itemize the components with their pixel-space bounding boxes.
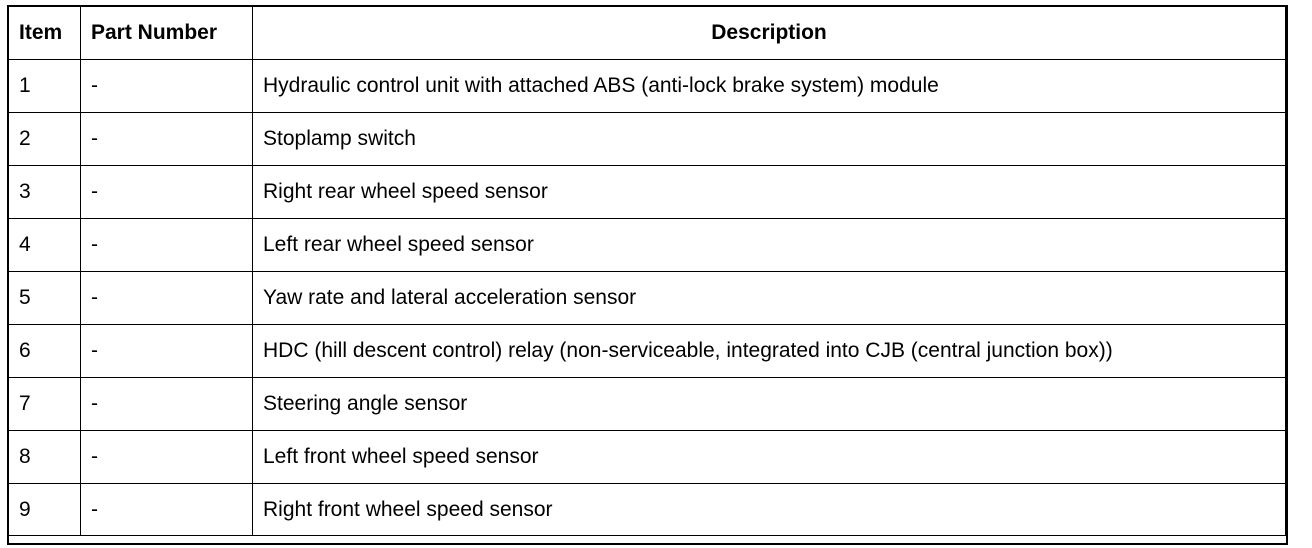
table-row: 1 - Hydraulic control unit with attached… (8, 59, 1286, 113)
header-row: Item Part Number Description (8, 6, 1286, 60)
table-row: 5 - Yaw rate and lateral acceleration se… (8, 271, 1286, 325)
header-description: Description (252, 6, 1286, 60)
cell-part-number: - (80, 165, 253, 219)
cell-description: Hydraulic control unit with attached ABS… (252, 59, 1286, 113)
cell-item: 9 (8, 483, 81, 536)
cell-description: Left front wheel speed sensor (252, 430, 1286, 484)
cell-part-number: - (80, 112, 253, 166)
cell-part-number: - (80, 218, 253, 272)
table-row: 3 - Right rear wheel speed sensor (8, 165, 1286, 219)
cell-part-number: - (80, 324, 253, 378)
cell-part-number: - (80, 483, 253, 536)
cell-description: HDC (hill descent control) relay (non-se… (252, 324, 1286, 378)
cell-description: Yaw rate and lateral acceleration sensor (252, 271, 1286, 325)
cell-description: Right rear wheel speed sensor (252, 165, 1286, 219)
cell-item: 2 (8, 112, 81, 166)
cell-description: Right front wheel speed sensor (252, 483, 1286, 536)
table-row: 6 - HDC (hill descent control) relay (no… (8, 324, 1286, 378)
table-row: 2 - Stoplamp switch (8, 112, 1286, 166)
cell-item: 6 (8, 324, 81, 378)
cell-part-number: - (80, 430, 253, 484)
table-body: 1 - Hydraulic control unit with attached… (8, 59, 1286, 536)
table-header: Item Part Number Description (8, 6, 1286, 60)
cell-part-number: - (80, 271, 253, 325)
cell-description: Left rear wheel speed sensor (252, 218, 1286, 272)
table-row: 9 - Right front wheel speed sensor (8, 483, 1286, 536)
cell-item: 8 (8, 430, 81, 484)
table-row: 4 - Left rear wheel speed sensor (8, 218, 1286, 272)
parts-table: Item Part Number Description 1 - Hydraul… (8, 6, 1286, 536)
cell-item: 4 (8, 218, 81, 272)
header-part-number: Part Number (80, 6, 253, 60)
table-row: 8 - Left front wheel speed sensor (8, 430, 1286, 484)
cell-part-number: - (80, 59, 253, 113)
table-row: 7 - Steering angle sensor (8, 377, 1286, 431)
cell-item: 5 (8, 271, 81, 325)
cell-item: 3 (8, 165, 81, 219)
cell-item: 7 (8, 377, 81, 431)
cell-description: Steering angle sensor (252, 377, 1286, 431)
header-item: Item (8, 6, 81, 60)
cell-item: 1 (8, 59, 81, 113)
cell-part-number: - (80, 377, 253, 431)
cell-description: Stoplamp switch (252, 112, 1286, 166)
